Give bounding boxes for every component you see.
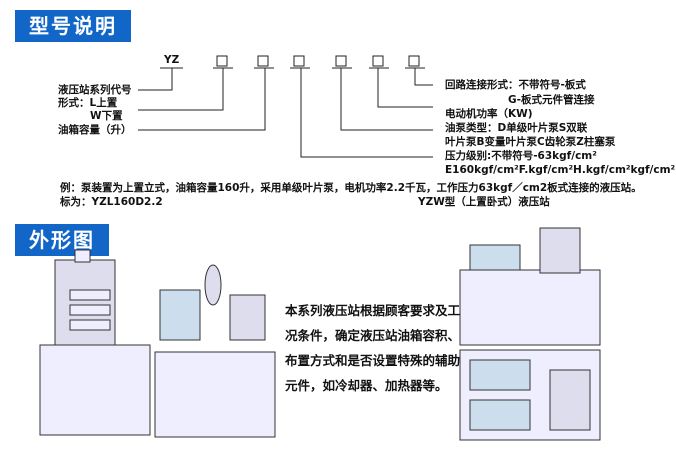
label-circuit-2: G-板式元件管连接 [508,94,595,106]
example-line-2: 标为：YZL160D2.2 [60,196,163,208]
section-header-model: 型号说明 [15,10,131,42]
hydraulic-unit-drawing-2 [154,264,276,438]
section-header-outline: 外形图 [15,224,109,256]
code-prefix: YZ [164,54,180,66]
label-tank: 油箱容量（升） [58,124,132,136]
hydraulic-unit-drawing-3 [459,227,601,441]
label-pump-2: 叶片泵B变量叶片泵C齿轮泵Z柱塞泵 [445,136,616,148]
label-motor: 电动机功率（KW) [445,108,533,120]
example-line-3: YZW型（上置卧式）液压站 [418,196,550,208]
description-paragraph: 本系列液压站根据顾客要求及工况条件，确定液压站油箱容积、布置方式和是否设置特殊的… [285,303,461,393]
hydraulic-unit-drawing-1 [39,249,151,436]
example-line-1: 例：泵装置为上置立式，油箱容量160升，采用单级叶片泵，电机功率2.2千瓦，工作… [60,182,642,194]
label-circuit-1: 回路连接形式：不带符号-板式 [445,79,586,91]
label-series: 液压站系列代号 [58,84,132,96]
label-pump-1: 油泵类型：D单级叶片泵S双联 [445,122,588,134]
label-pressure-1: 压力级别:不带符号-63kgf/cm² [445,150,597,162]
label-pressure-2: E160kgf/cm²F.kgf/cm²H.kgf/cm²kgf/cm² [445,164,676,176]
label-form-2: W下置 [90,110,123,122]
label-form-1: 形式：L上置 [58,97,118,109]
